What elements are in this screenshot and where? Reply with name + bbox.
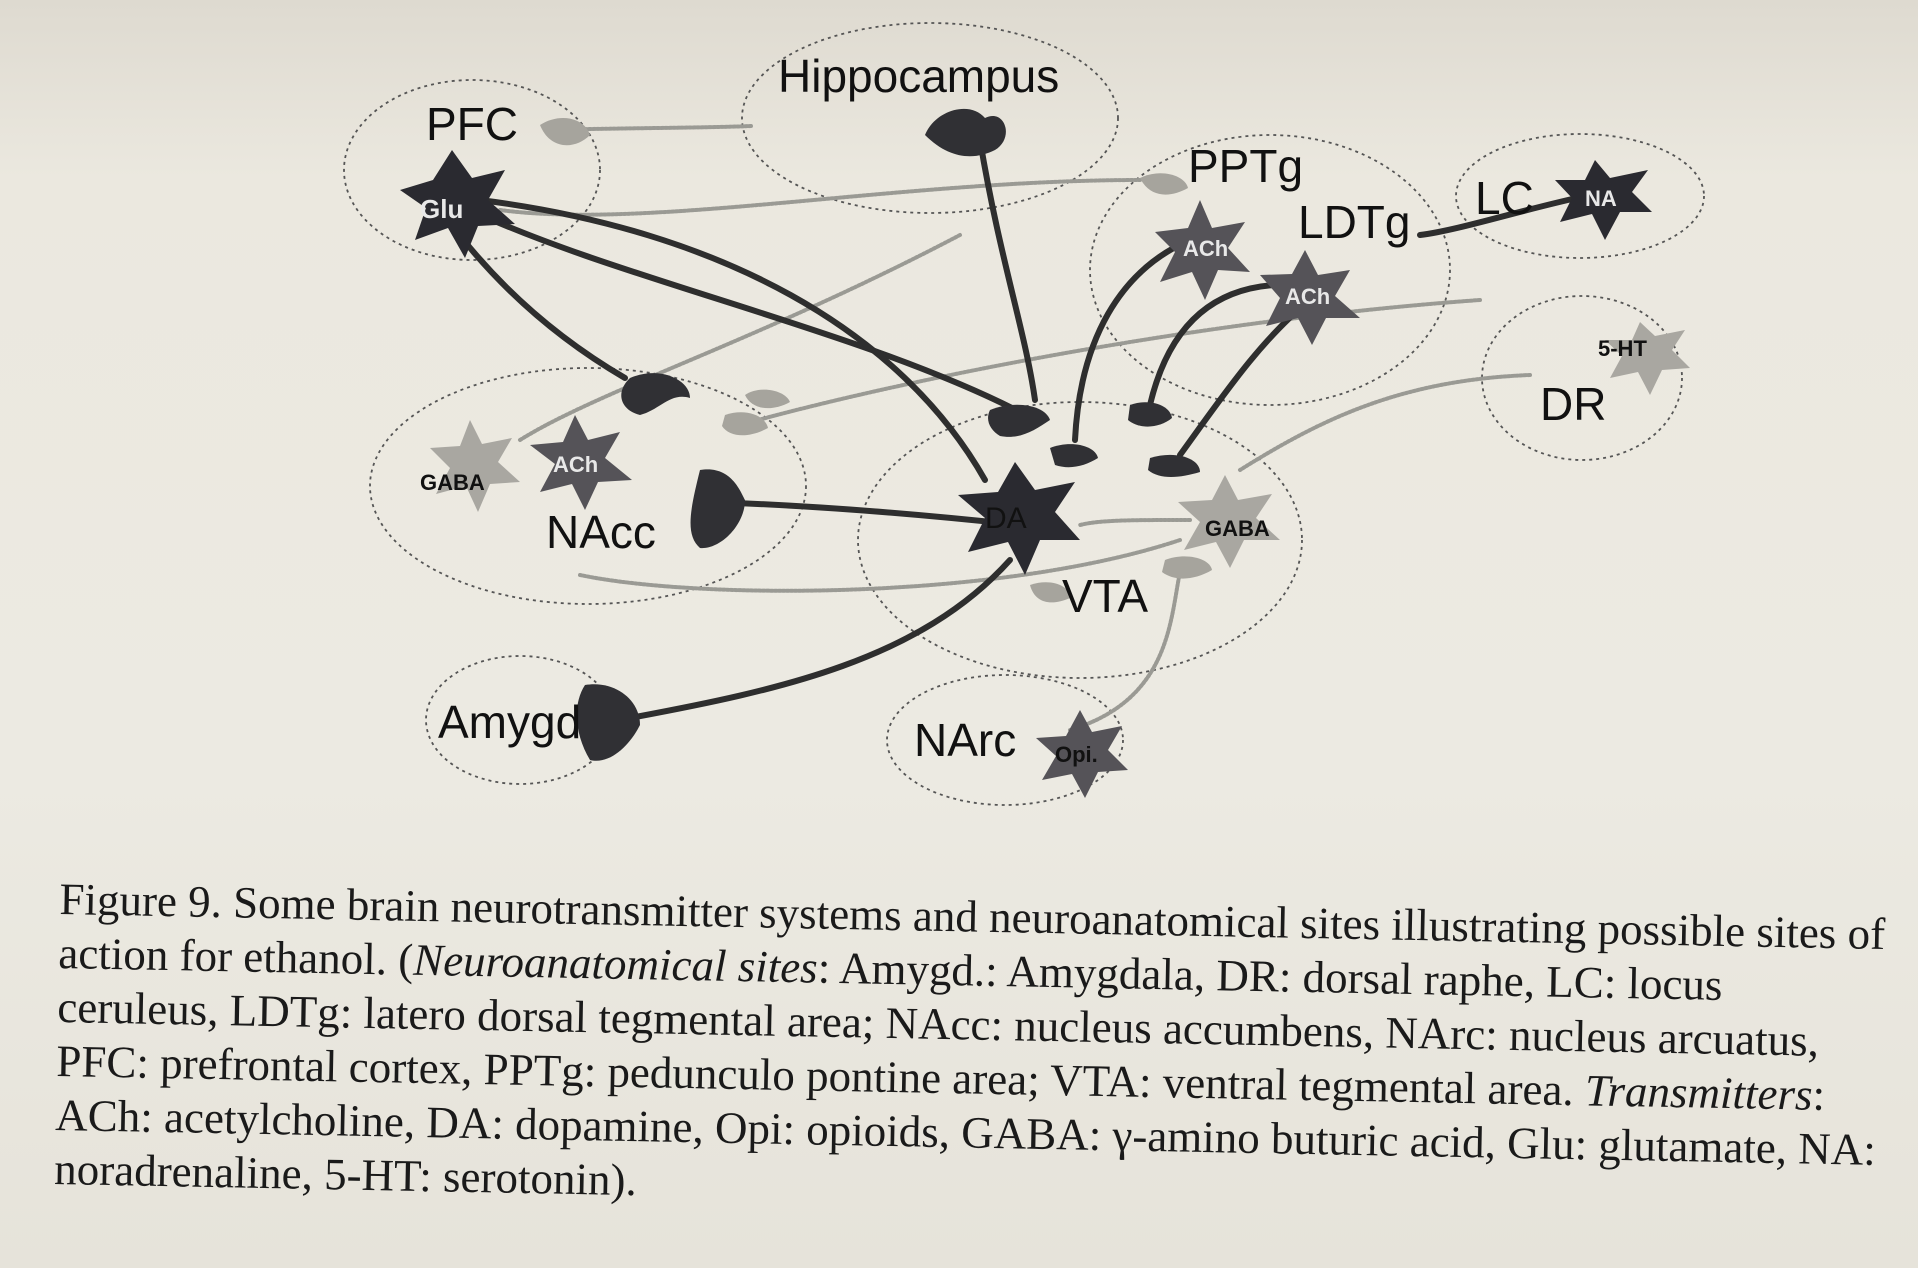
neuron-5ht bbox=[1605, 322, 1690, 395]
transmitter-opi: Opi. bbox=[1055, 742, 1098, 767]
transmitter-gaba-nacc: GABA bbox=[420, 470, 485, 495]
terminal-pfc-grey bbox=[540, 117, 590, 146]
label-vta: VTA bbox=[1062, 570, 1148, 622]
transmitter-5ht: 5-HT bbox=[1598, 336, 1647, 361]
neuron-ach-nacc bbox=[530, 415, 632, 510]
terminal-hippocampus bbox=[925, 108, 1006, 157]
terminal-nacc-da bbox=[690, 469, 745, 549]
label-dr: DR bbox=[1540, 378, 1606, 430]
projection-nacc-hippocampus bbox=[518, 233, 962, 442]
caption-sites-heading: Neuroanatomical sites bbox=[412, 934, 819, 993]
projection-hippocampus-vta bbox=[977, 137, 1038, 403]
neuron-da bbox=[958, 462, 1080, 575]
terminal-nacc-grey bbox=[722, 412, 768, 436]
transmitter-ach-nacc: ACh bbox=[553, 452, 598, 477]
projection-vta-amygd bbox=[627, 557, 1013, 721]
projection-dr-vta bbox=[1238, 373, 1532, 472]
projection-vta-nacc-dark bbox=[707, 499, 1023, 528]
neuron-gaba-nacc bbox=[430, 420, 520, 512]
terminal-hippo-grey bbox=[745, 389, 790, 409]
neuron-glu bbox=[400, 150, 515, 258]
projection-ldtg-nacc bbox=[738, 298, 1482, 427]
projection-pptg-vta bbox=[1072, 237, 1193, 443]
neuron-opi bbox=[1036, 710, 1128, 798]
transmitter-gaba-vta: GABA bbox=[1205, 516, 1270, 541]
region-vta bbox=[857, 401, 1303, 679]
transmitter-ach-ldtg: ACh bbox=[1285, 284, 1330, 309]
projection-pfc-vta-2 bbox=[477, 197, 988, 483]
label-lc: LC bbox=[1475, 172, 1534, 224]
neuron-ach-pptg bbox=[1155, 200, 1250, 300]
label-pfc: PFC bbox=[426, 98, 518, 150]
figure-caption: Figure 9. Some brain neurotransmitter sy… bbox=[54, 872, 1890, 1231]
neurotransmitter-diagram: PFC Hippocampus PPTg LDTg LC DR NAcc VTA… bbox=[343, 22, 1705, 806]
region-nacc bbox=[369, 367, 807, 605]
projection-vta-nacc bbox=[578, 538, 1182, 593]
terminal-vta-pfc bbox=[988, 404, 1050, 437]
caption-transmitters-heading: Transmitters bbox=[1584, 1065, 1813, 1120]
transmitter-glu: Glu bbox=[420, 194, 463, 224]
region-pptg-ldtg bbox=[1089, 134, 1451, 406]
transmitter-ach-pptg: ACh bbox=[1183, 236, 1228, 261]
terminal-vta-ldtg-2 bbox=[1148, 454, 1200, 477]
region-dr bbox=[1481, 295, 1683, 461]
label-hippocampus: Hippocampus bbox=[778, 50, 1059, 102]
terminal-vta-grey bbox=[1030, 582, 1070, 603]
terminal-vta-ldtg-1 bbox=[1128, 402, 1172, 427]
label-nacc: NAcc bbox=[546, 506, 656, 558]
terminal-pptg-grey bbox=[1140, 173, 1188, 195]
figure-label: Figure 9. bbox=[59, 873, 223, 928]
terminal-amygd bbox=[576, 684, 640, 761]
terminal-nacc-pfc bbox=[621, 373, 690, 415]
projection-pfc-vta-1 bbox=[467, 207, 1023, 415]
transmitter-da: DA bbox=[985, 502, 1027, 535]
region-pfc bbox=[343, 79, 601, 261]
label-narc: NArc bbox=[914, 714, 1016, 766]
projection-vta-gaba bbox=[1078, 518, 1192, 527]
label-pptg: PPTg bbox=[1188, 140, 1303, 192]
projection-pfc-nacc bbox=[445, 217, 628, 381]
projection-narc-vta bbox=[1068, 570, 1182, 732]
neuron-ach-ldtg bbox=[1260, 250, 1360, 345]
neuron-gaba-vta bbox=[1178, 475, 1280, 568]
projection-pfc-pptg bbox=[498, 178, 1142, 217]
projection-ldtg-vta-1 bbox=[1147, 281, 1303, 408]
transmitter-na: NA bbox=[1585, 186, 1617, 211]
label-amygd: Amygd bbox=[438, 696, 581, 748]
terminal-vta-pptg bbox=[1050, 444, 1098, 468]
region-narc bbox=[886, 674, 1124, 806]
region-lc bbox=[1455, 133, 1705, 259]
label-ldtg: LDTg bbox=[1298, 196, 1410, 248]
projection-lc-ldtg bbox=[1417, 192, 1593, 238]
neuron-na bbox=[1555, 160, 1652, 240]
terminal-vta-narc bbox=[1162, 556, 1212, 579]
region-hippocampus bbox=[741, 22, 1119, 214]
